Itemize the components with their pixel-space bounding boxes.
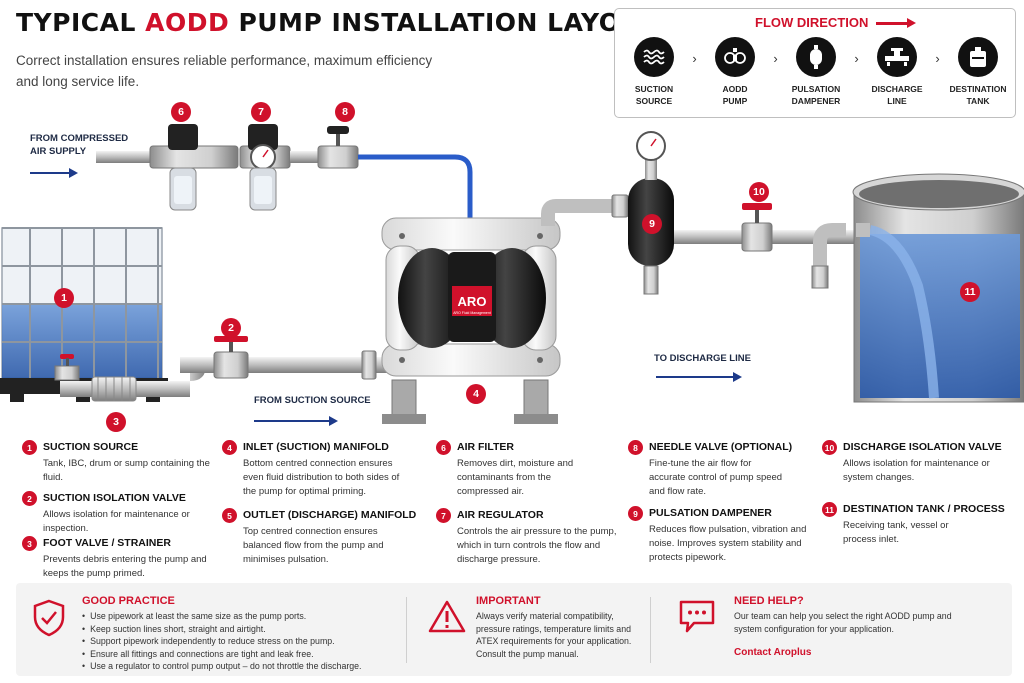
divider — [406, 597, 407, 663]
list-item: Support pipework independently to reduce… — [82, 635, 402, 648]
chevron-right-icon: › — [771, 51, 781, 66]
flow-direction-heading: FLOW DIRECTION — [755, 15, 916, 30]
waves-icon — [634, 37, 674, 77]
good-practice-list: Use pipework at least the same size as t… — [82, 610, 402, 673]
marker-6: 6 — [171, 102, 191, 122]
important-section: IMPORTANT Always verify material compati… — [408, 583, 648, 676]
pump-brand-logo: ARO — [458, 294, 487, 309]
chevron-right-icon: › — [690, 51, 700, 66]
pump-brand-sub: ARO Fluid Management — [453, 311, 491, 315]
marker-4: 4 — [466, 384, 486, 404]
divider — [650, 597, 651, 663]
contact-link[interactable]: Contact Aroplus — [734, 647, 811, 658]
page-title: TYPICAL AODD PUMP INSTALLATION LAYOUT — [16, 8, 659, 37]
warning-icon — [428, 599, 466, 638]
need-help-section: NEED HELP? Our team can help you select … — [652, 583, 1012, 676]
dampener-icon — [796, 37, 836, 77]
important-text: Always verify material compatibility, pr… — [476, 610, 640, 660]
discharge-arrow-icon — [656, 372, 742, 382]
shield-check-icon — [32, 599, 66, 642]
installation-diagram: ARO ARO Fluid Management — [0, 96, 1024, 430]
list-item: Keep suction lines short, straight and a… — [82, 623, 402, 636]
suction-source-ibc-tank — [0, 228, 168, 402]
marker-11: 11 — [960, 282, 980, 302]
marker-2: 2 — [221, 318, 241, 338]
marker-7: 7 — [251, 102, 271, 122]
need-help-text: Our team can help you select the right A… — [734, 610, 954, 635]
air-supply-label: FROM COMPRESSED AIR SUPPLY — [30, 132, 128, 158]
marker-9: 9 — [642, 214, 662, 234]
info-panel: GOOD PRACTICE Use pipework at least the … — [16, 583, 1012, 676]
good-practice-title: GOOD PRACTICE — [82, 595, 175, 607]
marker-8: 8 — [335, 102, 355, 122]
discharge-line-label: TO DISCHARGE LINE — [654, 352, 751, 365]
marker-1: 1 — [54, 288, 74, 308]
flow-arrow-icon — [876, 18, 916, 28]
page-subtitle: Correct installation ensures reliable pe… — [16, 50, 456, 92]
air-supply-arrow-icon — [30, 168, 78, 178]
list-item: Use a regulator to control pump output –… — [82, 660, 402, 673]
chevron-right-icon: › — [852, 51, 862, 66]
tank-icon — [958, 37, 998, 77]
destination-tank — [853, 174, 1024, 402]
pump-icon — [715, 37, 755, 77]
marker-10: 10 — [749, 182, 769, 202]
pipe-icon — [877, 37, 917, 77]
important-title: IMPORTANT — [476, 595, 541, 607]
marker-3: 3 — [106, 412, 126, 432]
chevron-right-icon: › — [933, 51, 943, 66]
suction-source-label: FROM SUCTION SOURCE — [254, 394, 371, 407]
discharge-line-pipe — [548, 132, 868, 294]
compressed-air-line — [96, 124, 470, 224]
suction-arrow-icon — [254, 416, 338, 426]
chat-bubble-icon — [678, 599, 716, 640]
need-help-title: NEED HELP? — [734, 595, 804, 607]
list-item: Ensure all fittings and connections are … — [82, 648, 402, 661]
good-practice-section: GOOD PRACTICE Use pipework at least the … — [16, 583, 406, 676]
list-item: Use pipework at least the same size as t… — [82, 610, 402, 623]
